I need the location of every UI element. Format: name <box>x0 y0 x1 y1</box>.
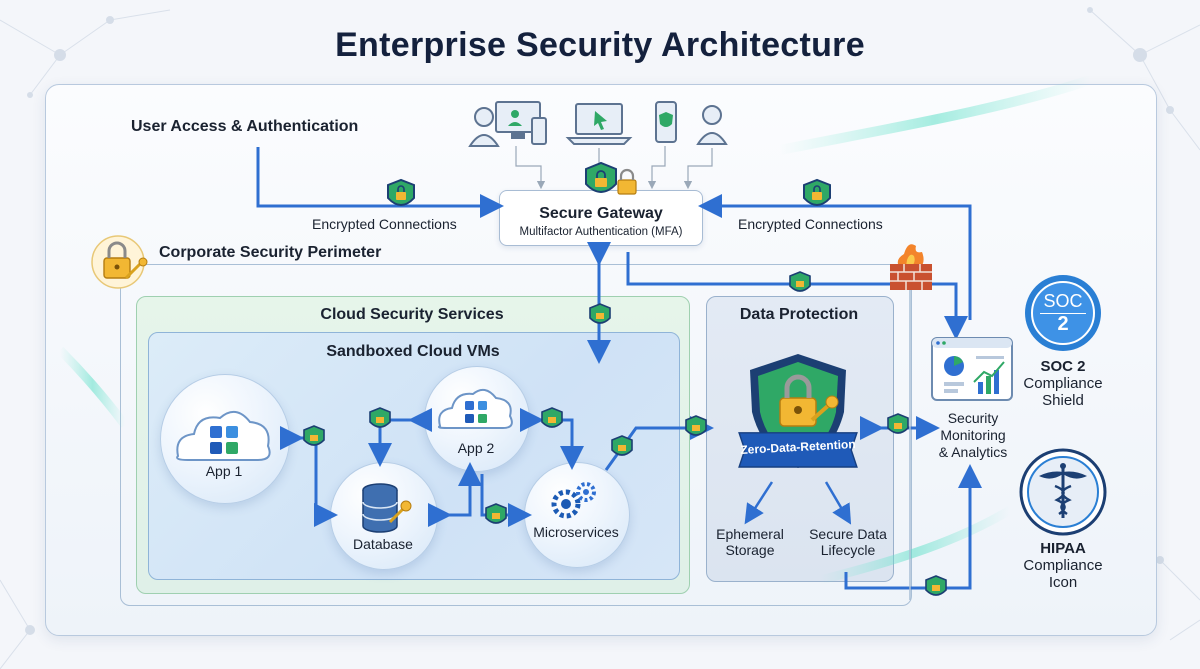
app1-cloud-icon <box>176 411 271 461</box>
monitoring-dashboard-icon <box>931 337 1013 401</box>
hipaa-label: HIPAA Compliance Icon <box>1023 540 1103 591</box>
monitoring-to-gateway-arrow <box>698 194 972 320</box>
sandbox-title: Sandboxed Cloud VMs <box>326 343 500 360</box>
monitoring-label: Security Monitoring & Analytics <box>938 410 1008 460</box>
phone-icon-small <box>531 117 547 145</box>
soc2-label: SOC 2 Compliance Shield <box>1023 358 1103 409</box>
secure-gateway: Secure Gateway Multifactor Authenticatio… <box>499 190 703 246</box>
user-devices <box>468 101 728 147</box>
app2-cloud-icon <box>437 388 513 429</box>
dataprotection-monitoring-bottom <box>844 464 982 590</box>
database-app2-link <box>428 462 482 527</box>
database-icon <box>362 483 412 533</box>
user-access-label: User Access & Authentication <box>131 118 359 135</box>
gears-icon <box>551 482 596 519</box>
perimeter-lock-icon <box>91 235 148 289</box>
encrypted-connections-right: Encrypted Connections <box>738 216 883 232</box>
ephemeral-storage-label: Ephemeral Storage <box>716 526 784 558</box>
swoosh-top-right <box>779 75 1092 155</box>
cloud-services-title: Cloud Security Services <box>320 306 504 323</box>
app1-database-link <box>280 426 338 527</box>
gateway-subtitle: Multifactor Authentication (MFA) <box>519 226 683 238</box>
microservices-label: Microservices <box>533 524 619 540</box>
database-label: Database <box>353 536 413 552</box>
soc2-badge-text: SOC 2 <box>1025 291 1101 334</box>
zero-retention-shield-icon <box>738 354 858 468</box>
swoosh-left <box>56 346 129 428</box>
app2-label: App 2 <box>457 440 495 456</box>
swoosh-bottom-right <box>818 506 1013 585</box>
microservices-dataprotection-link <box>604 416 714 471</box>
firewall-icon <box>890 244 932 290</box>
user-person-icon-right <box>702 105 722 125</box>
user-person-icon-left <box>474 107 494 127</box>
perimeter-label: Corporate Security Perimeter <box>159 244 382 261</box>
hipaa-caduceus-icon <box>1019 448 1107 536</box>
gateway-title: Secure Gateway <box>539 205 663 222</box>
database-microservices-link <box>480 474 532 527</box>
secure-data-lifecycle-label: Secure Data Lifecycle <box>809 526 887 558</box>
app1-label: App 1 <box>205 463 243 479</box>
page-title: Enterprise Security Architecture <box>335 26 865 64</box>
encrypted-connections-left: Encrypted Connections <box>312 216 457 232</box>
shield-icons <box>303 161 947 596</box>
data-protection-title: Data Protection <box>739 306 859 323</box>
dp-arrow-left <box>744 481 774 525</box>
user-access-arrow <box>256 147 504 218</box>
dp-arrow-right <box>824 481 852 525</box>
